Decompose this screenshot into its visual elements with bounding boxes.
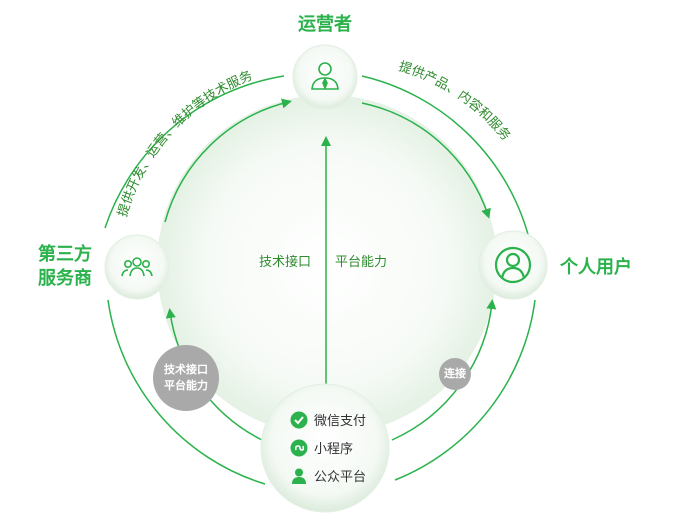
arrow-operator-to-user bbox=[361, 102, 491, 219]
operator-label: 运营者 bbox=[298, 14, 352, 35]
third-party-label-line2: 服务商 bbox=[38, 268, 92, 289]
third-party-label-line1: 第三方 bbox=[38, 244, 92, 265]
hub-item-mini-program: 小程序 bbox=[290, 438, 353, 457]
wechat-pay-icon bbox=[290, 411, 308, 428]
user-label: 个人用户 bbox=[560, 257, 632, 278]
mini-program-icon bbox=[290, 439, 308, 456]
hub-item-label: 公众平台 bbox=[314, 470, 367, 485]
hub-item-label: 微信支付 bbox=[314, 414, 367, 429]
group-icon bbox=[121, 257, 153, 277]
arc-outer-left-bottom bbox=[107, 299, 266, 485]
arc-outer-third-party-to-operator bbox=[104, 75, 285, 229]
user-circle-icon bbox=[494, 246, 532, 284]
person-tie-icon bbox=[311, 62, 339, 91]
arc-outer-operator-to-user bbox=[361, 75, 531, 243]
ecosystem-circle bbox=[157, 95, 497, 435]
operator-node bbox=[292, 44, 358, 110]
badge-third-party-interface: 技术接口 平台能力 bbox=[153, 345, 219, 411]
center-label-right: 平台能力 bbox=[335, 255, 388, 270]
hub-item-official-account: 公众平台 bbox=[290, 466, 366, 485]
center-label-left: 技术接口 bbox=[259, 255, 312, 270]
third-party-node bbox=[104, 234, 170, 300]
arc-outer-right-bottom bbox=[394, 299, 536, 481]
badge-connect: 连接 bbox=[439, 358, 471, 390]
badge-third-party-line2: 平台能力 bbox=[164, 379, 208, 392]
official-account-icon bbox=[292, 468, 306, 484]
third-party-label: 第三方 服务商 bbox=[38, 243, 92, 291]
badge-third-party-line1: 技术接口 bbox=[164, 363, 208, 376]
hub-item-label: 小程序 bbox=[314, 442, 354, 457]
arrow-third-party-to-operator bbox=[164, 98, 292, 223]
hub-item-wechat-pay: 微信支付 bbox=[290, 410, 366, 429]
